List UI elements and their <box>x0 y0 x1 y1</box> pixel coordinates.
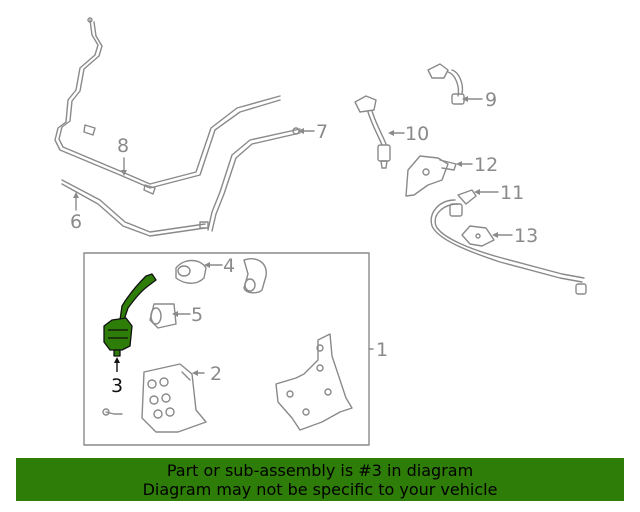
assembly-box-part-1 <box>83 252 370 446</box>
callout-2: 2 <box>210 363 222 385</box>
sensor-part-11 <box>430 189 587 295</box>
callout-3: 3 <box>111 375 123 397</box>
callout-9: 9 <box>485 89 497 111</box>
tube-part-6 <box>61 179 209 237</box>
callout-11: 11 <box>500 182 524 204</box>
tube-part-8 <box>54 17 281 195</box>
highlighted-part-3 <box>103 273 157 357</box>
bracket-part-13 <box>461 225 495 247</box>
callout-1: 1 <box>376 339 388 361</box>
hose-part-4 <box>175 258 267 294</box>
callout-13: 13 <box>514 225 538 247</box>
callout-7: 7 <box>316 121 328 143</box>
tube-part-7 <box>207 127 301 232</box>
sensor-part-10 <box>354 95 391 169</box>
sensor-part-9 <box>427 63 465 105</box>
bolt <box>102 408 123 416</box>
parts-diagram: 8 6 7 9 10 12 11 13 4 5 2 1 3 <box>54 17 587 446</box>
banner-line-part: Part or sub-assembly is #3 in diagram <box>166 461 474 480</box>
callout-10: 10 <box>405 123 429 145</box>
callout-5: 5 <box>191 304 203 326</box>
bracket-part-12 <box>405 155 457 197</box>
leader-arrows <box>73 96 498 376</box>
info-banner: Part or sub-assembly is #3 in diagram Di… <box>16 458 624 501</box>
bushing-part-5 <box>149 303 177 329</box>
canister-part-2 <box>141 363 207 433</box>
mounting-bracket <box>275 333 353 431</box>
callout-12: 12 <box>474 154 498 176</box>
callout-8: 8 <box>117 135 129 157</box>
part-3-arrow <box>114 357 120 372</box>
banner-line-disclaimer: Diagram may not be specific to your vehi… <box>142 480 498 499</box>
callout-4: 4 <box>223 255 235 277</box>
callout-6: 6 <box>70 211 82 233</box>
